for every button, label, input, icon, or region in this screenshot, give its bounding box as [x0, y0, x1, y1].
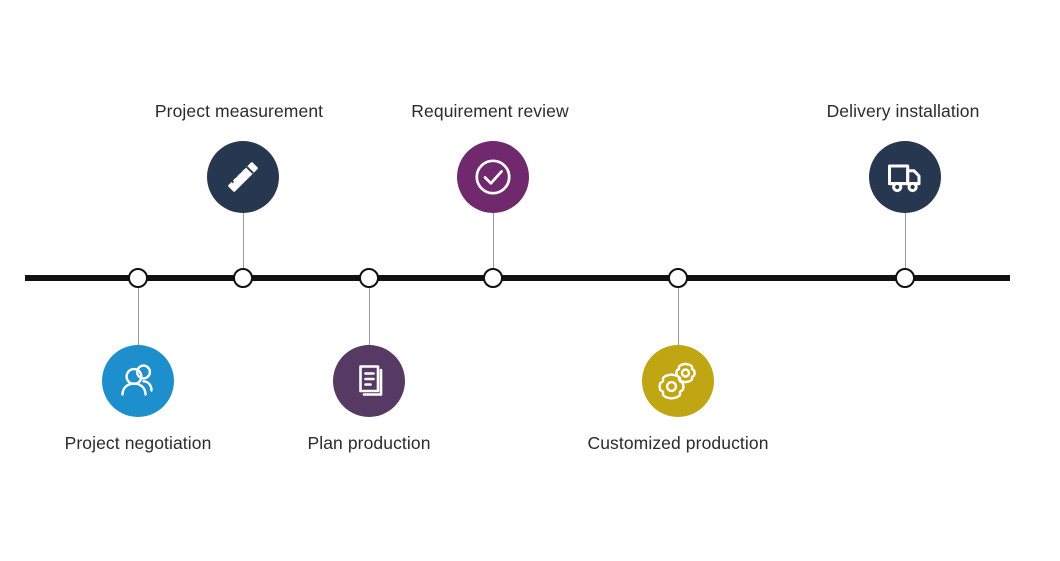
connector-customized-production [678, 278, 679, 346]
step-badge-project-measurement[interactable] [207, 141, 279, 213]
timeline-node-project-negotiation[interactable] [128, 268, 148, 288]
step-badge-plan-production[interactable] [333, 345, 405, 417]
connector-requirement-review [493, 213, 494, 278]
step-badge-customized-production[interactable] [642, 345, 714, 417]
step-label-delivery-installation: Delivery installation [826, 101, 980, 121]
step-badge-requirement-review[interactable] [457, 141, 529, 213]
timeline-node-plan-production[interactable] [359, 268, 379, 288]
check-circle-icon [470, 154, 516, 200]
step-label-customized-production: Customized production [587, 433, 769, 453]
step-label-project-measurement: Project measurement [154, 101, 324, 121]
timeline-node-delivery-installation[interactable] [895, 268, 915, 288]
step-label-project-negotiation: Project negotiation [64, 433, 212, 453]
timeline-node-project-measurement[interactable] [233, 268, 253, 288]
step-label-requirement-review: Requirement review [411, 101, 569, 121]
step-badge-project-negotiation[interactable] [102, 345, 174, 417]
ruler-pencil-icon [221, 155, 265, 199]
connector-plan-production [369, 278, 370, 346]
connector-delivery-installation [905, 213, 906, 278]
timeline-node-customized-production[interactable] [668, 268, 688, 288]
gears-icon [655, 358, 701, 404]
connector-project-measurement [243, 213, 244, 278]
connector-project-negotiation [138, 278, 139, 346]
timeline-node-requirement-review[interactable] [483, 268, 503, 288]
users-icon [116, 359, 160, 403]
step-label-plan-production: Plan production [307, 433, 431, 453]
step-badge-delivery-installation[interactable] [869, 141, 941, 213]
delivery-truck-icon [883, 155, 927, 199]
timeline-axis [25, 275, 1010, 281]
documents-icon [348, 360, 390, 402]
